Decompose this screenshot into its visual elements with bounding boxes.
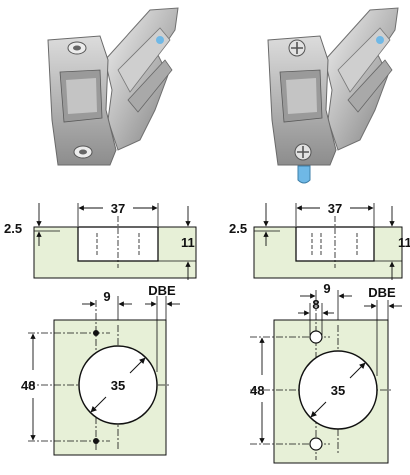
screw-offset-label: 9 xyxy=(323,281,330,296)
overlay-label: 2.5 xyxy=(4,221,22,236)
bore-diameter-label: 35 xyxy=(331,383,345,398)
screw-offset-label: 9 xyxy=(103,289,110,304)
depth-label: 11 xyxy=(398,235,410,250)
cup-width-label: 37 xyxy=(328,201,342,216)
screw-spacing-label: 48 xyxy=(21,378,35,393)
plan-drawing-left: 35 48 9 DBE xyxy=(21,283,180,456)
dowel-diameter-label: 8 xyxy=(312,297,319,312)
dbe-label: DBE xyxy=(148,283,176,298)
screw-hole-top xyxy=(93,330,99,336)
overlay-label: 2.5 xyxy=(229,221,247,236)
dowel-pin xyxy=(297,165,311,184)
cup-width-label: 37 xyxy=(111,201,125,216)
plan-drawing-right: 35 48 9 8 DBE xyxy=(250,281,402,464)
screw-hole-bottom xyxy=(93,438,99,444)
bore-diameter-label: 35 xyxy=(111,378,125,393)
section-drawing-left: 37 2.5 11 xyxy=(4,201,197,280)
hinge-photo-left xyxy=(47,7,179,166)
hinge-photo-right xyxy=(267,7,399,184)
depth-label: 11 xyxy=(181,235,195,250)
screw-spacing-label: 48 xyxy=(250,383,264,398)
dowel-hole-top xyxy=(309,330,323,344)
dbe-label: DBE xyxy=(368,285,396,300)
dowel-hole-bottom xyxy=(309,437,323,451)
section-drawing-right: 37 2.5 11 xyxy=(229,201,410,280)
